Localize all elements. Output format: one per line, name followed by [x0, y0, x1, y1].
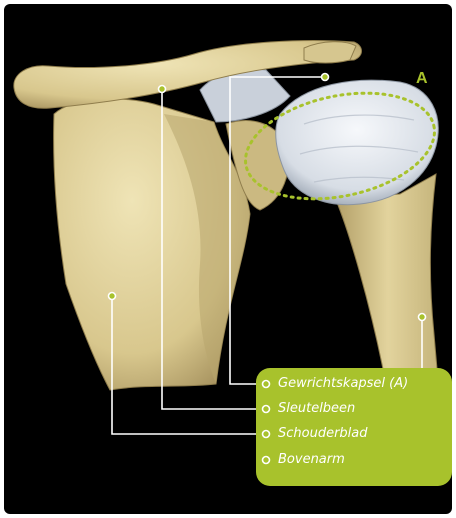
legend-dot-capsule	[263, 381, 270, 388]
region-a-marker: A	[416, 70, 428, 88]
legend-dot-humerus	[263, 457, 270, 464]
label-clavicle: Sleutelbeen	[278, 399, 355, 419]
label-humerus: Bovenarm	[278, 450, 345, 470]
label-scapula: Schouderblad	[278, 424, 368, 444]
anatomy-illustration: A Gewrichtskapsel (A) Sleutelbeen Schoud…	[4, 4, 452, 514]
label-capsule: Gewrichtskapsel (A)	[278, 374, 408, 394]
legend-dot-clavicle	[263, 406, 270, 413]
legend-dots	[4, 4, 452, 514]
legend-dot-scapula	[263, 431, 270, 438]
